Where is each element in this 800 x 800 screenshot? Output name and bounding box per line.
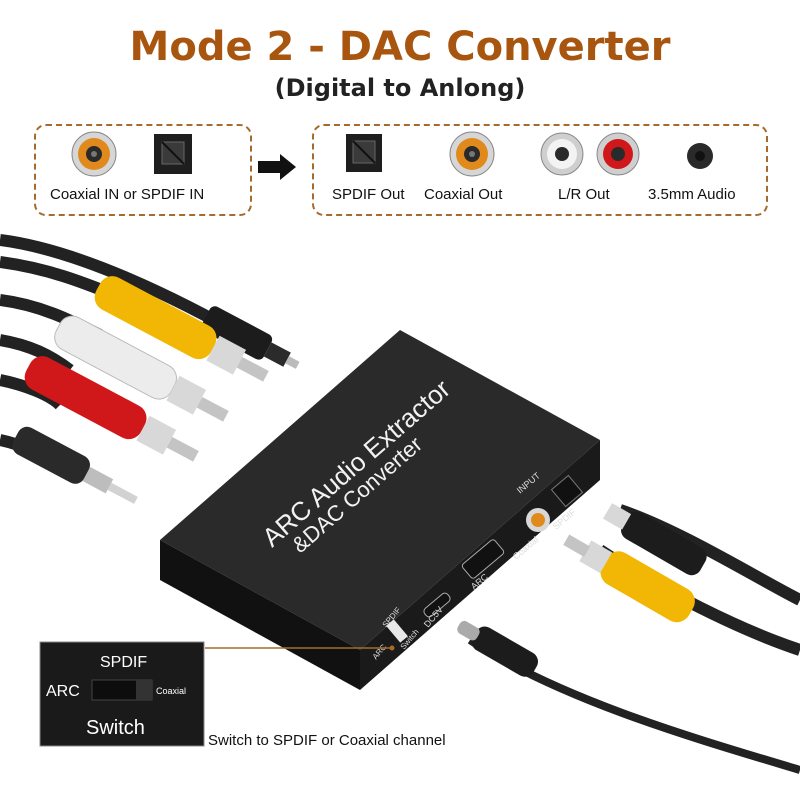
optical-port-icon xyxy=(346,134,382,172)
switch-callout-arc: ARC xyxy=(46,683,80,700)
usb-c-cable-icon xyxy=(457,620,538,677)
input-ports-box: Coaxial IN or SPDIF IN xyxy=(34,124,252,216)
spdif-out-label: SPDIF Out xyxy=(332,186,405,203)
switch-callout-coaxial: Coaxial xyxy=(156,686,186,696)
device-body: ARC Audio Extractor &DAC Converter INPUT… xyxy=(160,330,600,690)
aux-3-5mm-port-icon xyxy=(687,143,713,169)
aux-label: 3.5mm Audio xyxy=(648,186,736,203)
coaxial-port-icon xyxy=(449,131,495,177)
switch-callout-switch: Switch xyxy=(86,717,145,739)
arrow-right-icon xyxy=(258,154,296,180)
coaxial-out-label: Coaxial Out xyxy=(424,186,503,203)
coaxial-port-icon xyxy=(71,131,117,177)
input-label: Coaxial IN or SPDIF IN xyxy=(50,186,205,203)
switch-zoom-callout: SPDIF ARC Coaxial Switch xyxy=(39,641,205,747)
switch-callout-spdif: SPDIF xyxy=(100,654,147,671)
rca-red-port-icon xyxy=(596,132,640,176)
lr-out-label: L/R Out xyxy=(558,186,610,203)
left-cable-bundle xyxy=(0,234,300,504)
optical-port-icon xyxy=(154,134,192,174)
output-ports-box: SPDIF Out Coaxial Out L/R Out 3.5mm Audi… xyxy=(312,124,768,216)
rca-white-port-icon xyxy=(540,132,584,176)
right-cable-bundle xyxy=(457,503,800,774)
page-subtitle: (Digital to Anlong) xyxy=(274,74,526,102)
switch-caption: Switch to SPDIF or Coaxial channel xyxy=(208,732,446,749)
page-title: Mode 2 - DAC Converter xyxy=(129,24,671,70)
